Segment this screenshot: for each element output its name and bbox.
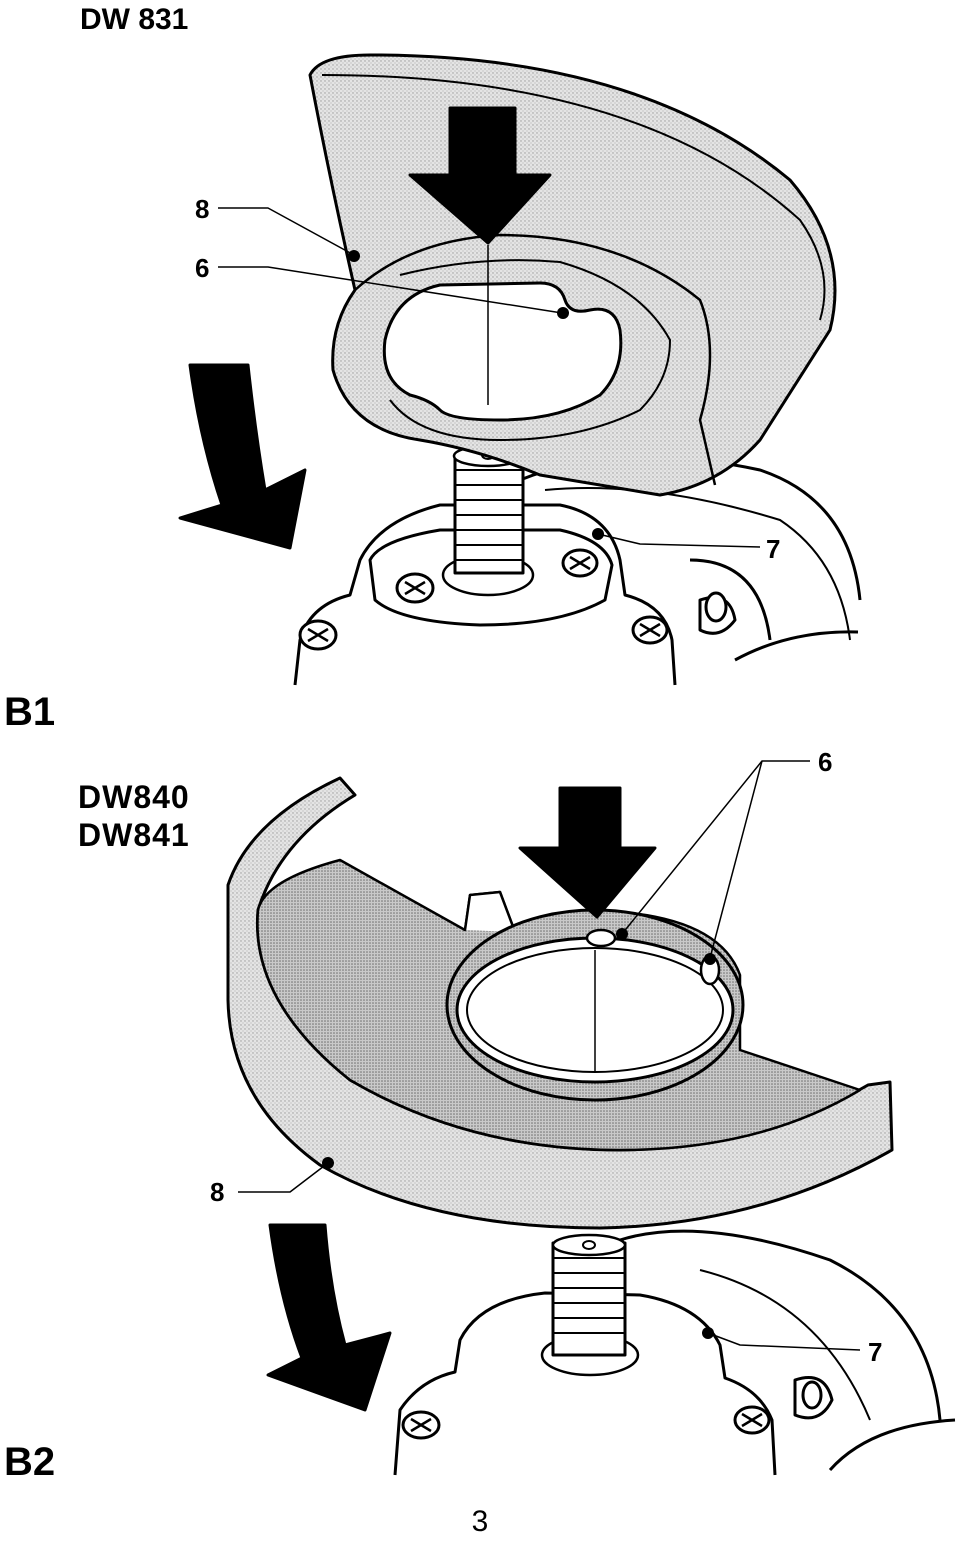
- callout-lines-b1: [218, 207, 761, 548]
- screw-b2-right: [733, 1405, 771, 1435]
- callout-8-b1: 8: [195, 194, 210, 224]
- spindle-b2: [540, 1233, 640, 1377]
- guard-b1: [308, 53, 837, 497]
- callout-dot-8-b1: [348, 250, 360, 262]
- callout-lines-b2: [238, 760, 861, 1351]
- callout-6-b2: 6: [818, 747, 833, 777]
- figure-b2-drawing: [226, 760, 956, 1476]
- callout-dot-6-b1: [557, 307, 569, 319]
- callout-dot-8-b2: [322, 1157, 334, 1169]
- callout-7-b1: 7: [766, 534, 781, 564]
- screw-b2-left: [401, 1410, 441, 1440]
- callout-dot-7-b2: [702, 1327, 714, 1339]
- curved-arrow-b1-icon: [178, 363, 307, 550]
- figure-label-b1: B1: [4, 690, 56, 734]
- model-label-b1: DW 831: [80, 3, 189, 36]
- figure-label-b2: B2: [4, 1440, 56, 1484]
- callout-6-b1: 6: [195, 253, 210, 283]
- page-number: 3: [471, 1505, 489, 1538]
- callout-7-b2: 7: [868, 1337, 883, 1367]
- figure-b1-drawing: [178, 53, 862, 686]
- screw-b1-lower-right: [631, 615, 669, 645]
- down-arrow-b2-icon: [518, 786, 657, 919]
- callout-dot-7-b1: [592, 528, 604, 540]
- screw-b1-right: [561, 548, 599, 578]
- callout-8-b2: 8: [210, 1177, 225, 1207]
- callout-dot-6a-b2: [616, 928, 628, 940]
- screw-b1-lower-left: [298, 619, 338, 651]
- curved-arrow-b2-icon: [266, 1223, 392, 1412]
- guard-b2: [226, 776, 894, 1230]
- down-arrow-b1-icon: [408, 106, 552, 245]
- callout-dot-6b-b2: [704, 953, 716, 965]
- gear-housing-b2: [393, 1229, 956, 1476]
- screw-b1-left: [395, 572, 435, 604]
- model-label-b2: DW840 DW841: [78, 779, 190, 853]
